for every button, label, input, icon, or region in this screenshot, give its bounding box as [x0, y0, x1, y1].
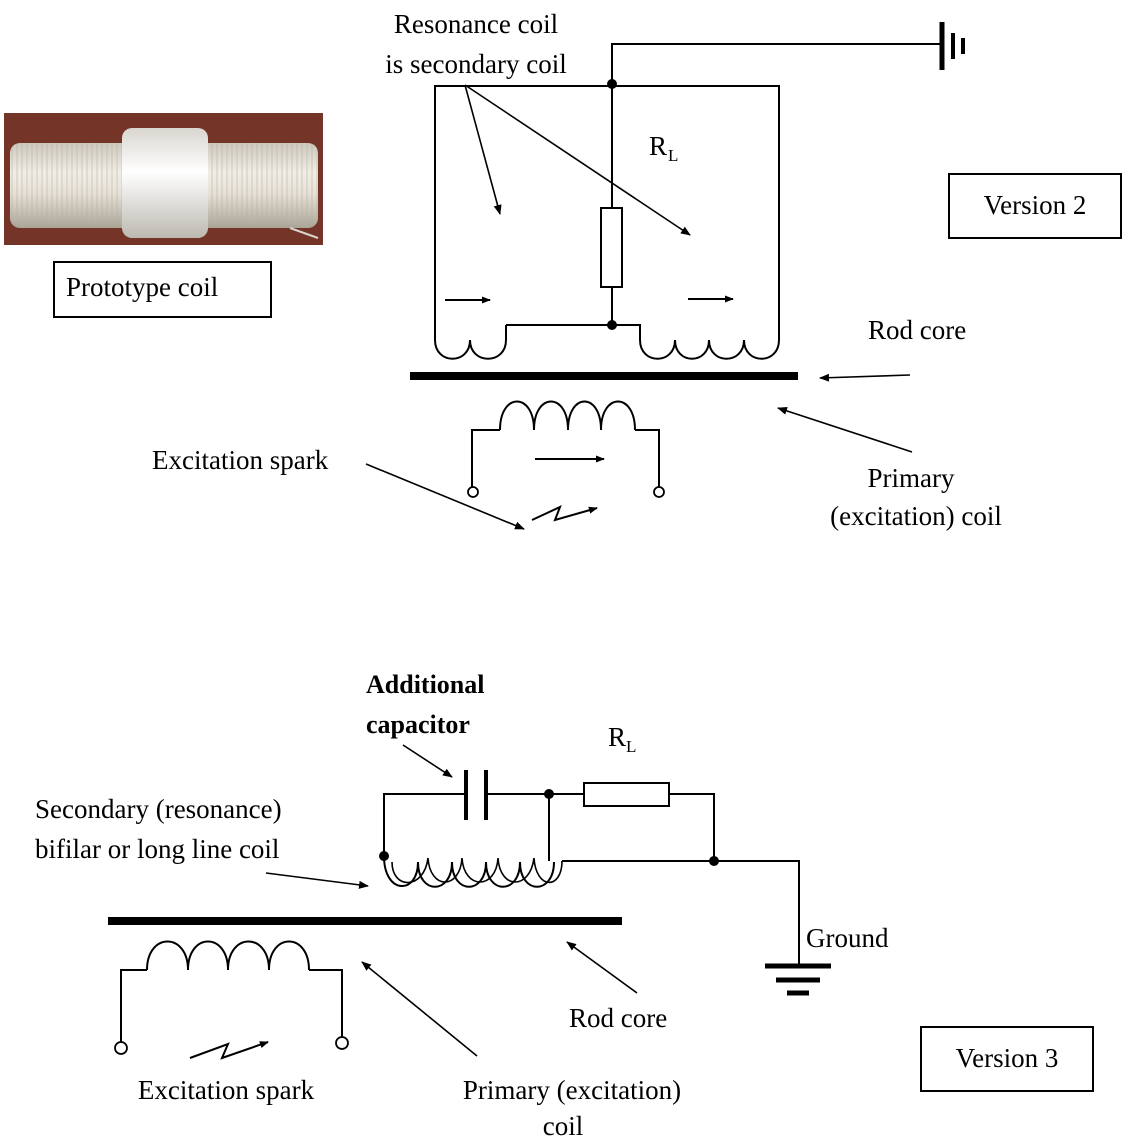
v3-rl-main: R	[608, 722, 626, 752]
prototype-coil-photo	[4, 113, 323, 245]
v3-version-box: Version 3	[920, 1026, 1094, 1092]
v2-version-label: Version 2	[984, 190, 1087, 220]
v3-secondary-label-line1: Secondary (resonance)	[35, 794, 282, 824]
v2-resonance-label-line1: Resonance coil	[394, 9, 558, 39]
v2-version-box: Version 2	[948, 173, 1122, 239]
v2-primary-label-line2: (excitation) coil	[830, 501, 1002, 531]
v3-rod-core-label: Rod core	[569, 1003, 667, 1033]
v3-ground-label: Ground	[806, 923, 889, 953]
version3-circuit	[108, 744, 831, 1060]
v2-junction-bottom	[607, 320, 617, 330]
version2-circuit	[365, 22, 965, 530]
v2-rod-core-label: Rod core	[868, 315, 966, 345]
v2-junction-top	[607, 79, 617, 89]
v2-secondary-coil-right	[639, 339, 780, 360]
v2-secondary-coil-left	[434, 339, 507, 360]
v3-rl-sub: L	[626, 737, 636, 756]
v3-bifilar-coil-b	[391, 857, 563, 884]
v2-rl-sub: L	[668, 146, 678, 165]
v3-secondary-label-line2: bifilar or long line coil	[35, 834, 279, 864]
v2-terminal-right	[653, 486, 665, 498]
v2-rl-label: R L	[649, 131, 678, 165]
v3-primary-label-line2: coil	[543, 1111, 584, 1141]
v3-junction-cap	[544, 789, 554, 799]
v3-spark-symbol	[189, 1041, 269, 1060]
v3-additional-label-line1: Additional	[366, 670, 485, 699]
v3-primary-label-line1: Primary (excitation)	[463, 1075, 681, 1105]
v3-junction-ground	[709, 856, 719, 866]
v2-resonance-label-line2: is secondary coil	[385, 49, 566, 79]
v2-excitation-spark-label: Excitation spark	[152, 445, 329, 475]
v2-spark-symbol	[531, 505, 598, 522]
v2-primary-label-line1: Primary	[868, 463, 955, 493]
v2-primary-coil	[499, 400, 636, 431]
v3-primary-coil	[146, 940, 310, 971]
v3-load-resistor	[583, 782, 670, 807]
v2-rl-main: R	[649, 131, 667, 161]
v3-excitation-spark-label: Excitation spark	[138, 1075, 315, 1105]
v2-load-resistor	[600, 207, 623, 288]
v3-terminal-right	[335, 1036, 349, 1050]
v3-rl-label: R L	[608, 722, 636, 756]
v3-version-label: Version 3	[956, 1043, 1059, 1073]
prototype-caption-box: Prototype coil	[53, 261, 272, 318]
v2-terminal-left	[467, 486, 479, 498]
v3-bifilar-coil-a	[383, 855, 555, 888]
prototype-caption: Prototype coil	[66, 272, 218, 302]
v3-additional-label-line2: capacitor	[366, 710, 470, 739]
v3-terminal-left	[114, 1041, 128, 1055]
